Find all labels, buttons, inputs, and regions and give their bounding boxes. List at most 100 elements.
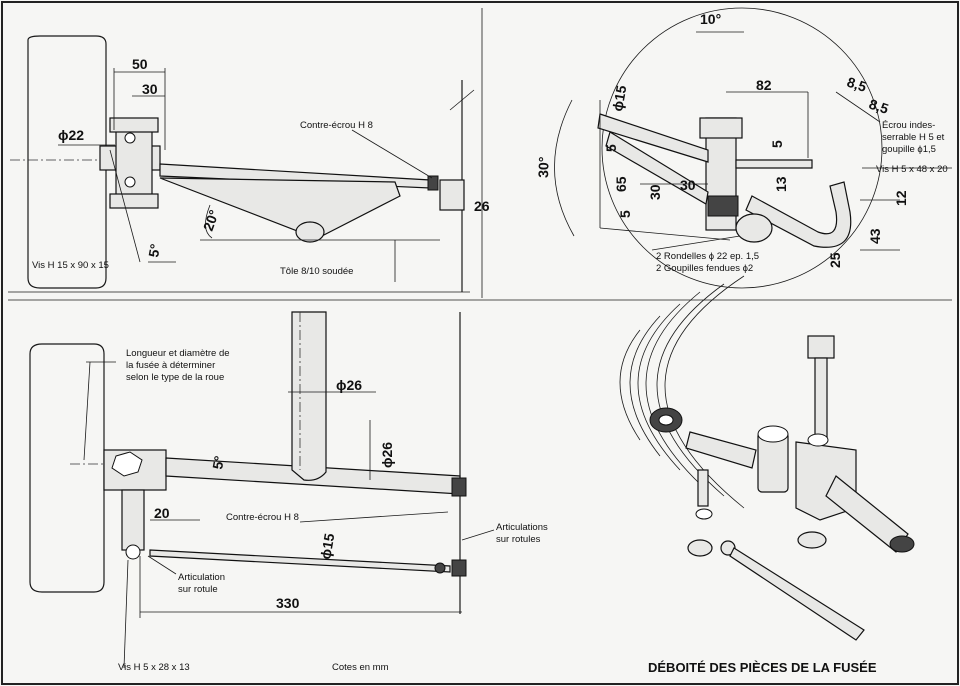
motion-arcs [619,275,745,509]
tie-rod-bottom [149,549,451,573]
bracket-bottom-cap [109,193,159,209]
dim-5-right: 5 [769,140,785,148]
upper-arm-right [597,113,709,163]
label-vis-h5-28: Vis H 5 x 28 x 13 [118,662,190,673]
kingpin-bottom-nut [707,195,739,217]
exploded-view: DÉBOITÉ DES PIÈCES DE LA FUSÉE [619,275,915,675]
dim-angle5-bot: 5° [209,455,227,471]
label-articulation-2: sur rotule [178,584,218,595]
lower-arm-tube [159,177,401,239]
label-longueur-2: la fusée à déterminer [126,360,215,371]
vis-h5-28-leader [123,559,129,669]
dim-25: 25 [827,252,843,268]
label-longueur-3: selon le type de la roue [126,372,224,383]
label-tole: Tôle 8/10 soudée [280,266,353,277]
label-contre-ecrou-top: Contre-écrou H 8 [300,120,373,131]
dim-30-mid2: 30 [680,177,696,193]
dim-30-mid: 30 [647,184,663,200]
arm-tube-exploded [825,475,909,553]
bolt-head-top [124,132,136,144]
tie-rod-exploded [729,547,865,641]
dim-5a: 5 [603,144,619,152]
dim-26-top: 26 [474,198,490,214]
label-vis-h15: Vis H 15 x 90 x 15 [32,260,109,271]
steering-arm-bottom [121,489,145,551]
bolt-head-bottom [124,176,136,188]
top-right-view: 10° 82 8,5 8,5 ϕ15 30° 5 65 5 30 30 5 13… [535,7,952,289]
articulation-leader [147,555,177,575]
washer-1 [807,433,829,447]
dim-dia15-top: ϕ15 [609,84,629,113]
lock-nut-top [427,175,439,191]
hex-nut-bottom [111,451,143,477]
dim-12: 12 [893,190,909,206]
wheel-top-left [27,35,107,289]
dim-13: 13 [773,176,789,192]
bracket-top-cap [109,117,159,133]
frame-clamp [439,179,465,211]
dim-dia26-v: ϕ26 [379,442,395,468]
label-goupilles: 2 Goupilles fendues ϕ2 [656,263,753,274]
label-cotes: Cotes en mm [332,662,389,673]
dim-dia26-h: ϕ26 [336,377,362,393]
longueur-leader-2 [83,361,91,461]
dim-85b: 8,5 [867,96,891,117]
dim-82: 82 [756,77,772,93]
contre-ecrou-bot-leader [299,511,449,523]
tube-end [295,221,325,243]
ecrou-leader [835,91,881,123]
label-ecrou-2: serrable H 5 et [882,132,945,143]
dim-deg10: 10° [700,11,721,27]
wheel-bottom-left [29,343,105,593]
washer-2 [695,508,713,520]
label-longueur-1: Longueur et diamètre de [126,348,230,359]
top-left-view: 50 30 ϕ22 26 20° 5° Contre-écrou H 8 Tôl… [8,35,490,293]
vertical-tube-26 [291,311,327,481]
tube-end-right [735,213,773,243]
dim-dia22: ϕ22 [58,127,84,143]
label-contre-ecrou-bot: Contre-écrou H 8 [226,512,299,523]
dim-43: 43 [867,228,883,244]
label-ecrou-3: goupille ϕ1,5 [882,144,936,155]
dim-20: 20 [154,505,170,521]
steering-arm [735,159,813,169]
axle-bore [658,414,674,426]
deg30-arc [554,99,575,237]
dim-deg30: 30° [535,156,552,178]
ground-line-right [599,227,731,241]
articulations-leader [461,529,495,541]
frame-clamp-low [451,559,467,577]
label-ecrou-1: Écrou indes- [882,120,935,131]
kingpin-top-nut [699,117,743,139]
exploded-view-title: DÉBOITÉ DES PIÈCES DE LA FUSÉE [648,660,877,675]
small-bolt [697,469,709,507]
bent-tube [745,181,852,248]
label-articulations-1: Articulations [496,522,548,533]
label-rondelles: 2 Rondelles ϕ 22 ep. 1,5 [656,251,759,262]
kingpin-bolt-head [807,335,835,359]
sleeve-bore [757,425,789,443]
dim-330: 330 [276,595,300,611]
angle20-arc [205,204,213,239]
nut-exploded [797,531,827,549]
contre-ecrou-leader [351,129,433,179]
kingpin-bolt-shank [814,357,828,439]
dim-65: 65 [613,176,629,192]
label-articulation-1: Articulation [178,572,225,583]
frame-clamp-bottom [451,477,467,497]
rondelles-leader [651,235,741,251]
frame-hatch [449,89,475,111]
dim-dia15-bot: ϕ15 [317,532,337,561]
steering-arc-circle [601,7,883,289]
dim-angle5-top: 5° [145,243,163,259]
threaded-stub [685,431,757,469]
ball-joint-left [125,544,141,560]
label-articulations-2: sur rotules [496,534,541,545]
kingpin-axis [109,149,141,263]
arm-tube-end [889,535,915,553]
dim-50: 50 [132,56,148,72]
ball-joint-right [434,562,446,574]
